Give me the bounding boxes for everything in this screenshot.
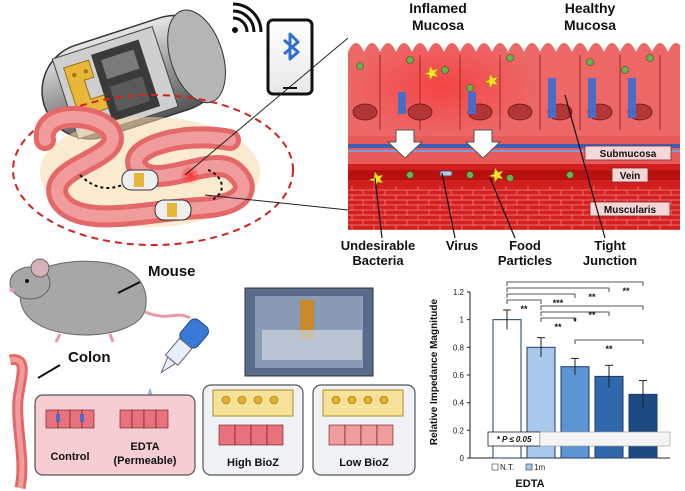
legend-entry: 1m [534, 463, 545, 472]
low-bioz-label: Low BioZ [339, 457, 389, 469]
edta-dropper-icon [148, 318, 209, 400]
y-tick-label: 0.8 [453, 343, 465, 352]
edta-label-line2: (Permeable) [114, 455, 177, 467]
legend-swatch [491, 463, 499, 471]
legend-entry: N.T. [500, 463, 514, 472]
edta-label-line1: EDTA [130, 441, 159, 453]
inflamed-mucosa-label-line2: Mucosa [412, 17, 464, 33]
y-tick-label: 0 [460, 454, 465, 463]
colon-label: Colon [68, 349, 111, 366]
control-edta-panel [34, 394, 196, 476]
significance-bracket [540, 317, 576, 322]
high-bioz-label: High BioZ [227, 457, 279, 469]
legend-swatch [525, 463, 533, 471]
significance-note: * P ≤ 0.05 [497, 435, 532, 444]
bluetooth-icon [283, 32, 300, 61]
significance-bracket [540, 311, 610, 316]
control-label: Control [50, 451, 89, 463]
significance-bracket [506, 281, 644, 286]
sensor-photo [244, 287, 374, 377]
y-tick-label: 0.2 [453, 426, 465, 435]
tight-junction-label-line1: Tight [594, 238, 626, 253]
significance-bracket [574, 339, 644, 344]
impedance-chart: Relative Impedance Magnitude 0 0.2 0.4 0.6 0… [429, 281, 671, 490]
significance-label: ** [605, 344, 613, 354]
significance-label: ** [554, 322, 562, 332]
significance-label: * [573, 316, 577, 326]
x-axis-label: EDTA [515, 478, 544, 490]
food-particles-label-line1: Food [509, 238, 541, 253]
undesirable-bacteria-label-line1: Undesirable [341, 238, 415, 253]
significance-bracket [540, 305, 644, 310]
submucosa-label: Submucosa [600, 149, 657, 160]
legend-box [539, 431, 671, 447]
high-bioz-panel [202, 384, 304, 476]
significance-bracket [506, 293, 576, 298]
virus-label: Virus [446, 238, 478, 253]
significance-bracket [506, 287, 610, 292]
muscularis-label: Muscularis [604, 205, 657, 216]
mouse-illustration [9, 258, 191, 343]
significance-bracket [506, 299, 542, 304]
wifi-icon [232, 2, 263, 33]
y-tick-label: 0.6 [453, 371, 465, 380]
significance-label: *** [553, 298, 564, 308]
significance-label: ** [520, 304, 528, 314]
y-tick-label: 1 [460, 316, 465, 325]
tissue-cross-section [348, 38, 684, 230]
vein-label: Vein [620, 171, 641, 182]
undesirable-bacteria-label-line2: Bacteria [352, 253, 404, 268]
callout-lines [374, 94, 606, 239]
low-bioz-panel [312, 384, 416, 476]
healthy-mucosa-label-line1: Healthy [565, 0, 616, 16]
y-tick-label: 1.2 [453, 288, 465, 297]
significance-label: ** [588, 292, 596, 302]
y-axis-label: Relative Impedance Magnitude [429, 298, 440, 445]
mouse-label: Mouse [148, 263, 196, 280]
significance-label: ** [622, 286, 630, 296]
significance-label: ** [588, 310, 596, 320]
colon-illustration [8, 354, 28, 490]
healthy-mucosa-label-line2: Mucosa [564, 17, 616, 33]
inflamed-mucosa-label-line1: Inflamed [409, 0, 467, 16]
y-tick-label: 0.4 [453, 399, 465, 408]
food-particles-label-line2: Particles [498, 253, 552, 268]
gut-illustration [12, 37, 349, 246]
tight-junction-label-line2: Junction [583, 253, 637, 268]
